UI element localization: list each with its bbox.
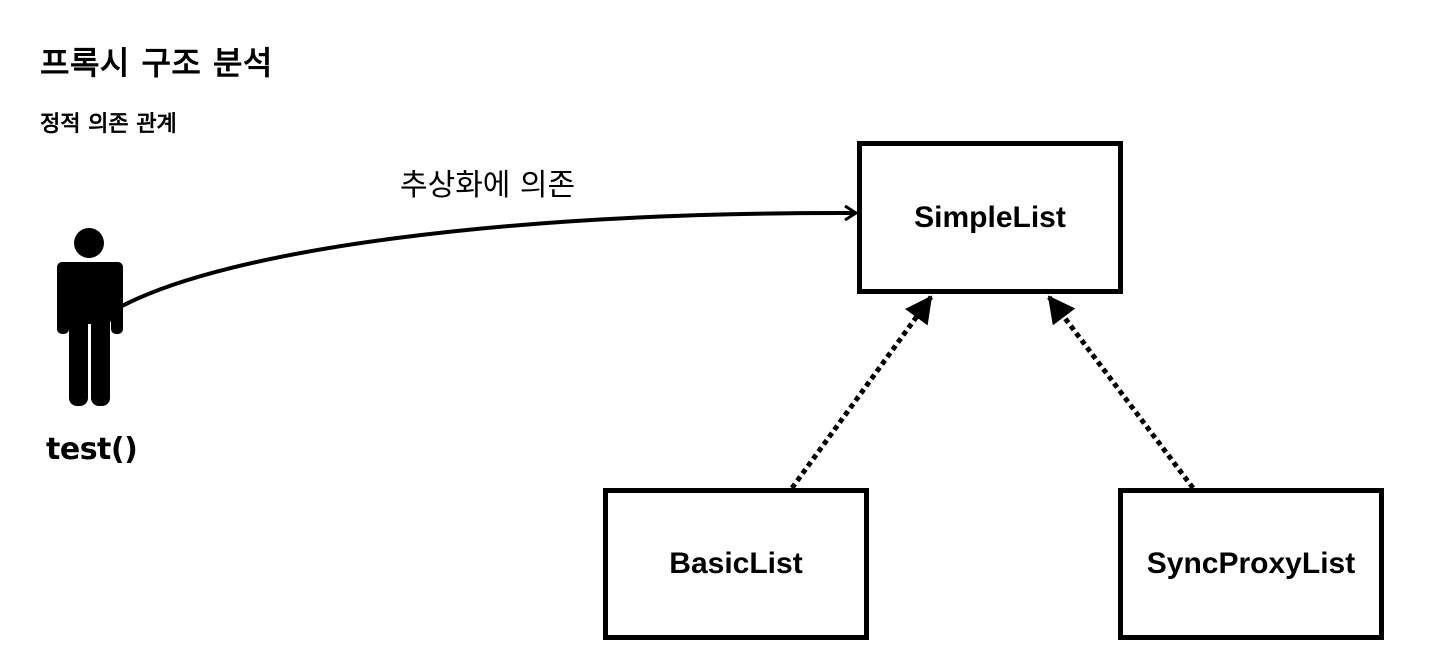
syncproxylist-node: SyncProxyList bbox=[1118, 488, 1384, 640]
basiclist-node: BasicList bbox=[603, 488, 869, 640]
syncproxylist-label: SyncProxyList bbox=[1146, 547, 1356, 580]
simplelist-node: SimpleList bbox=[857, 141, 1123, 294]
page-title: 프록시 구조 분석 bbox=[40, 44, 273, 82]
dependency-arrow bbox=[121, 213, 856, 308]
basiclist-realizes-arrow bbox=[789, 295, 934, 490]
simplelist-label: SimpleList bbox=[914, 200, 1066, 234]
person-icon bbox=[57, 228, 123, 406]
basiclist-label: BasicList bbox=[669, 547, 803, 580]
syncproxylist-realizes-arrow bbox=[1047, 295, 1195, 490]
actor-label: test() bbox=[46, 432, 138, 467]
dependency-label: 추상화에 의존 bbox=[400, 168, 576, 203]
section-subtitle: 정적 의존 관계 bbox=[40, 112, 177, 137]
